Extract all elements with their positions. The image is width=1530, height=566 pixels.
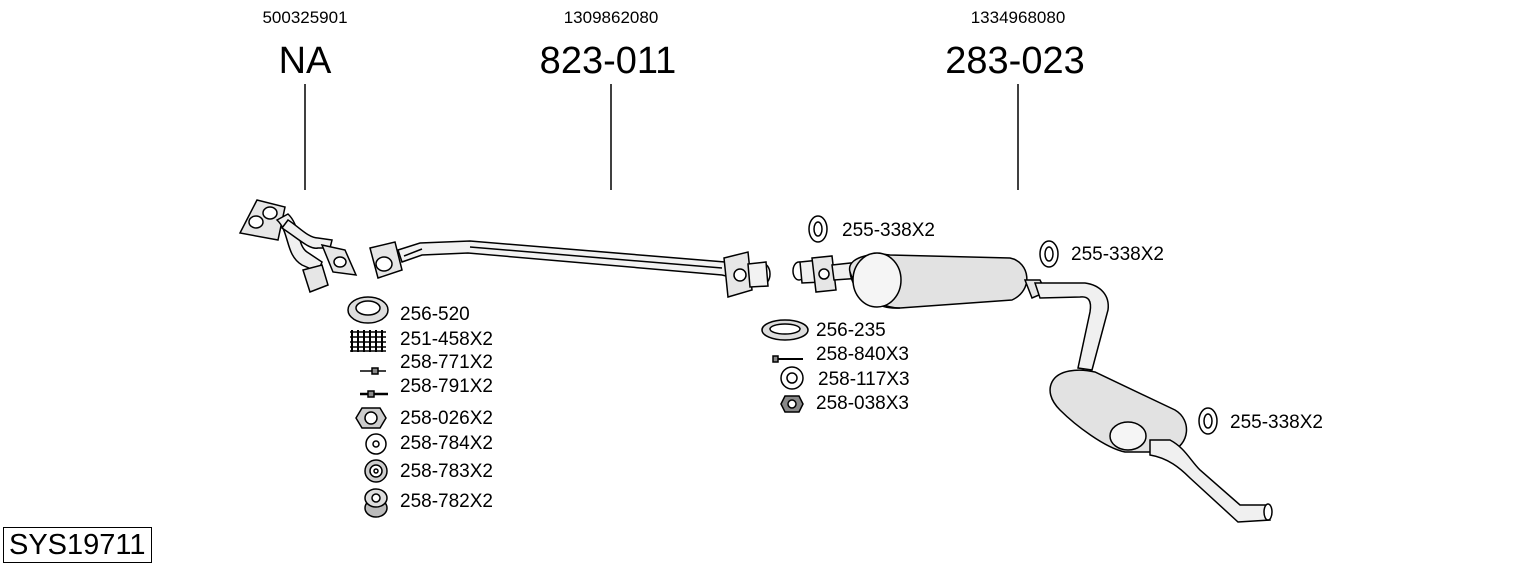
- hardware-label[interactable]: 258-840X3: [816, 344, 909, 365]
- nut-icon: [780, 395, 804, 413]
- hardware-label[interactable]: 258-784X2: [400, 433, 493, 454]
- rubber-mount-icon: [1198, 407, 1218, 435]
- part-number-na[interactable]: NA: [278, 40, 332, 82]
- mount-label[interactable]: 255-338X2: [1071, 244, 1164, 265]
- system-id-box: SYS19711: [3, 527, 152, 563]
- rubber-mount-icon: [808, 215, 828, 243]
- hardware-label[interactable]: 258-117X3: [818, 369, 910, 390]
- spring-washer-icon: [364, 459, 388, 483]
- rubber-mount-icon: [1039, 240, 1059, 268]
- stud-icon: [360, 390, 388, 398]
- washer-icon: [780, 366, 804, 390]
- mount-label[interactable]: 255-338X2: [1230, 412, 1323, 433]
- part-number-823-011[interactable]: 823-011: [539, 40, 677, 82]
- part-number-283-023[interactable]: 283-023: [945, 40, 1085, 82]
- gasket-icon: [761, 319, 809, 341]
- hardware-label[interactable]: 256-520: [400, 304, 470, 325]
- oem-number-283-023: 1334968080: [970, 8, 1066, 27]
- gasket-icon: [347, 296, 389, 324]
- bolt-icon: [360, 367, 386, 375]
- washer-icon: [365, 433, 387, 455]
- bolt-icon: [772, 355, 803, 363]
- hardware-label[interactable]: 258-771X2: [400, 352, 493, 373]
- oem-number-823-011: 1309862080: [563, 8, 659, 27]
- hardware-label[interactable]: 258-782X2: [400, 491, 493, 512]
- hardware-label[interactable]: 256-235: [816, 320, 886, 341]
- front-downpipe-drawing: [238, 199, 358, 293]
- rear-silencer-drawing: [792, 252, 1273, 523]
- spring-icon: [350, 330, 386, 352]
- bush-icon: [364, 488, 388, 518]
- hardware-label[interactable]: 251-458X2: [400, 329, 493, 350]
- hardware-label[interactable]: 258-783X2: [400, 461, 493, 482]
- oem-number-na: 500325901: [262, 8, 348, 27]
- hardware-label[interactable]: 258-026X2: [400, 408, 493, 429]
- centre-pipe-drawing: [369, 240, 771, 298]
- mount-label[interactable]: 255-338X2: [842, 220, 935, 241]
- hardware-label[interactable]: 258-038X3: [816, 393, 909, 414]
- nut-icon: [355, 407, 387, 429]
- hardware-label[interactable]: 258-791X2: [400, 376, 493, 397]
